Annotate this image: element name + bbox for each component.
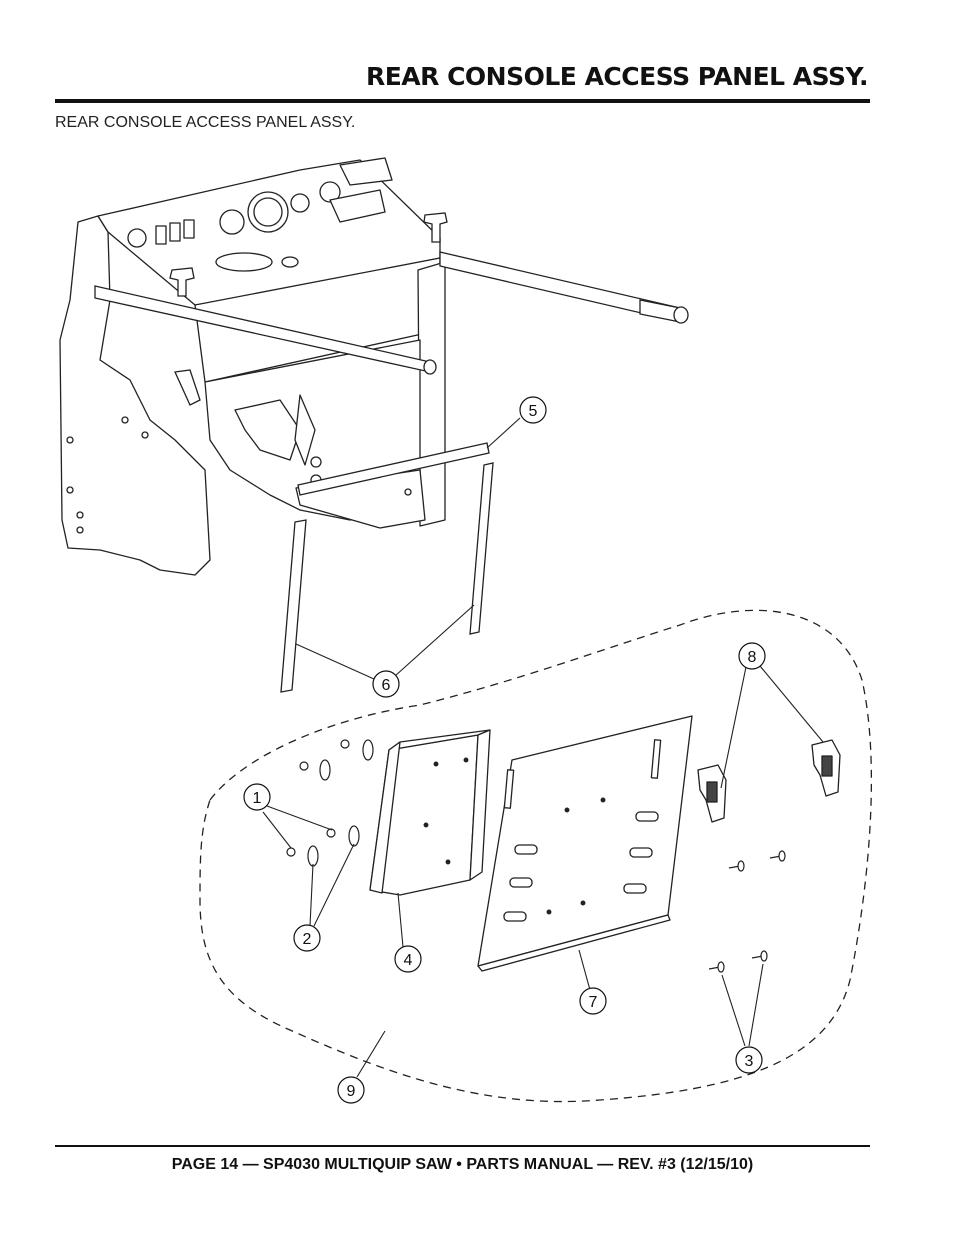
callout-9: 9 (337, 1076, 365, 1104)
part-6-side-seals (280, 462, 494, 693)
callout-5: 5 (519, 396, 547, 424)
kit-boundary-dashed (199, 609, 873, 1103)
section-subtitle: REAR CONSOLE ACCESS PANEL ASSY. (55, 114, 356, 131)
svg-text:9: 9 (347, 1083, 356, 1100)
callout-1: 1 (243, 783, 271, 811)
footer-divider (55, 1145, 870, 1147)
part-5-seal-strip (297, 442, 490, 496)
svg-text:2: 2 (303, 931, 312, 948)
part-4-box-cover (369, 729, 491, 896)
callout-4: 4 (394, 945, 422, 973)
callout-7: 7 (579, 987, 607, 1015)
page-title: REAR CONSOLE ACCESS PANEL ASSY. (365, 62, 869, 91)
part-2-washers (307, 739, 374, 867)
header-divider (55, 99, 870, 103)
svg-text:1: 1 (253, 790, 262, 807)
svg-text:7: 7 (589, 994, 598, 1011)
leader-lines (262, 417, 824, 1078)
svg-text:5: 5 (529, 403, 538, 420)
part-1-nuts (286, 739, 350, 857)
callout-6: 6 (372, 670, 400, 698)
svg-text:6: 6 (382, 677, 391, 694)
part-3-screws (708, 850, 786, 973)
callout-8: 8 (738, 642, 766, 670)
page-footer: PAGE 14 — SP4030 MULTIQUIP SAW • PARTS M… (171, 1156, 754, 1173)
callout-3: 3 (735, 1046, 763, 1074)
svg-text:3: 3 (745, 1053, 754, 1070)
part-8-latches (697, 739, 841, 823)
saw-console-drawing (59, 157, 446, 576)
svg-text:8: 8 (748, 649, 757, 666)
handle-bar (94, 212, 689, 406)
part-7-panel-plate (477, 715, 693, 972)
callout-2: 2 (293, 924, 321, 952)
svg-text:4: 4 (404, 952, 413, 969)
